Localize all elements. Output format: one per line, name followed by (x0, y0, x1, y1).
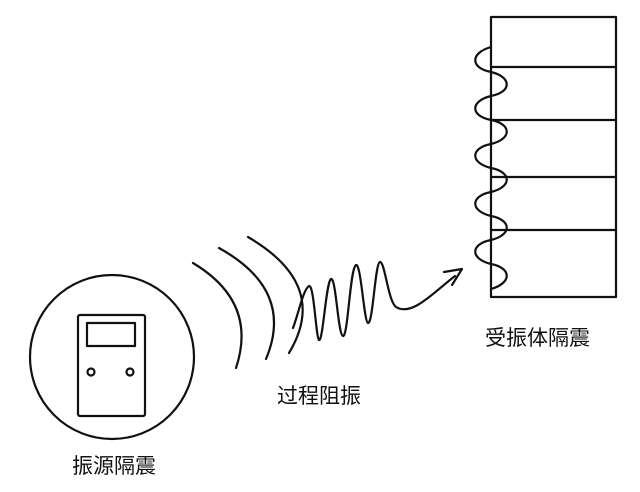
damped-wave-group (293, 262, 462, 340)
path-damping-label: 过程阻振 (277, 386, 361, 407)
damped-wave-line (293, 262, 455, 340)
receiver-isolation-label: 受振体隔震 (485, 328, 590, 349)
device-knob-left (88, 369, 95, 376)
device-knob-right (127, 369, 134, 376)
building-outline (491, 17, 616, 297)
receiver-building-group (475, 17, 616, 297)
wave-arc-3 (248, 237, 303, 353)
source-circle (30, 275, 194, 439)
wave-arc-2 (219, 248, 274, 359)
wave-arcs-group (193, 237, 303, 368)
wave-arc-1 (193, 263, 242, 368)
vibration-source-group (30, 275, 194, 439)
device-screen (87, 323, 135, 346)
source-isolation-label: 振源隔震 (72, 456, 156, 477)
